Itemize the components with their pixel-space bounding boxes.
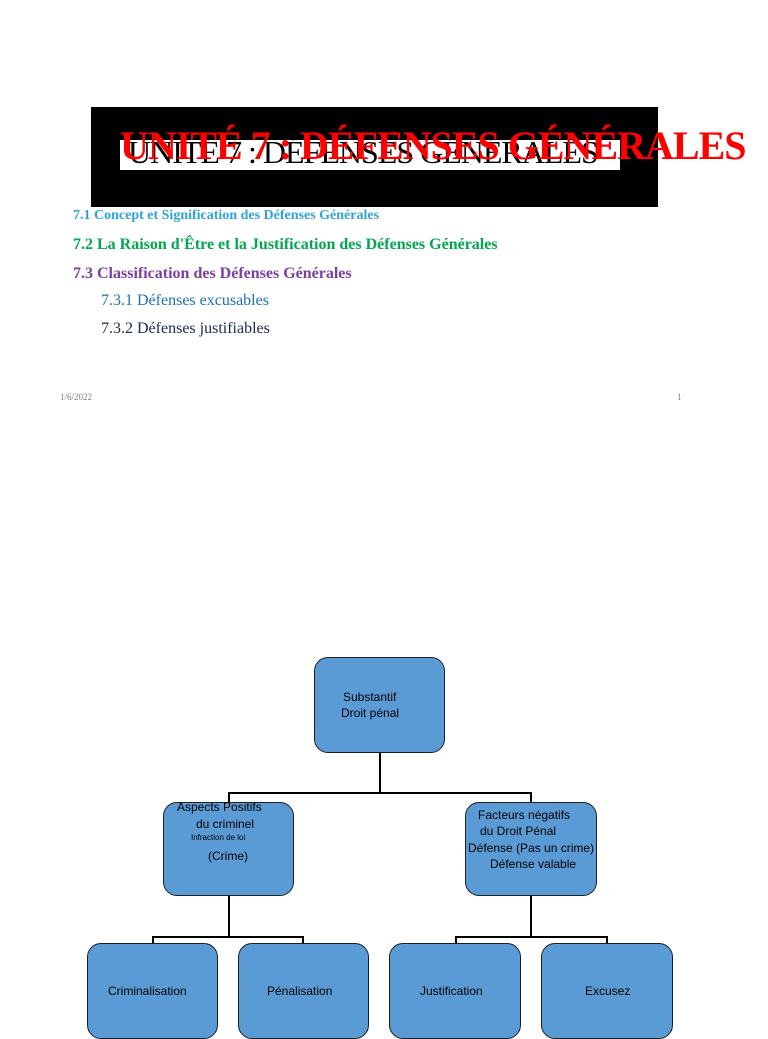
- connector-root-down: [379, 752, 381, 793]
- footer-date: 1/6/2022: [60, 392, 93, 402]
- node-left-line1: Aspects Positifs: [177, 800, 262, 814]
- title-base-text: UNITÉ 7 : DÉFENSES GÉNÉRALES: [128, 134, 599, 170]
- toc-item-7-1: 7.1 Concept et Signification des Défense…: [73, 208, 380, 223]
- connector-right-up: [530, 792, 532, 803]
- node-leaf3-label: Justification: [420, 984, 483, 998]
- node-positive-aspects: Aspects Positifs du criminel Infraction …: [163, 800, 294, 896]
- node-excusez: Excusez: [541, 943, 673, 1039]
- toc-item-7-2: 7.2 La Raison d'Être et la Justification…: [73, 236, 498, 253]
- node-right-line4: Défense valable: [490, 857, 577, 871]
- node-left-line4: (Crime): [208, 849, 248, 863]
- node-leaf1-label: Criminalisation: [108, 984, 187, 998]
- toc-item-7-3: 7.3 Classification des Défenses Générale…: [73, 265, 352, 282]
- page-title: UNITÉ 7 : DÉFENSES GÉNÉRALES: [120, 123, 746, 168]
- node-criminalisation: Criminalisation: [87, 943, 218, 1039]
- toc-item-7-3-2: 7.3.2 Défenses justifiables: [101, 320, 270, 337]
- node-justification: Justification: [389, 943, 521, 1039]
- connector-leaf3-up: [455, 936, 457, 945]
- node-root-substantive-criminal-law: Substantif Droit pénal: [314, 657, 445, 753]
- footer-page-number: 1: [677, 392, 682, 402]
- node-negative-factors: Facteurs négatifs du Droit Pénal Défense…: [465, 802, 597, 896]
- connector-left-horizontal: [152, 936, 304, 938]
- connector-left-down: [228, 894, 230, 937]
- node-leaf2-label: Pénalisation: [267, 984, 333, 998]
- node-right-line3: Défense (Pas un crime): [468, 841, 595, 855]
- connector-level1-horizontal: [228, 792, 531, 794]
- connector-leaf1-up: [152, 936, 154, 945]
- node-left-line3: Infraction de loi: [191, 833, 246, 842]
- connector-leaf4-up: [606, 936, 608, 945]
- connector-leaf2-up: [302, 936, 304, 945]
- node-right-line1: Facteurs négatifs: [478, 808, 571, 822]
- node-penalisation: Pénalisation: [238, 943, 369, 1039]
- node-leaf4-label: Excusez: [585, 984, 631, 998]
- node-root-line1: Substantif: [343, 690, 397, 704]
- connector-right-horizontal: [455, 936, 608, 938]
- node-right-line2: du Droit Pénal: [480, 824, 557, 838]
- node-left-line2: du criminel: [196, 817, 255, 831]
- node-root-line2: Droit pénal: [341, 706, 400, 720]
- connector-right-down: [530, 894, 532, 937]
- connector-left-up: [228, 792, 230, 803]
- toc-item-7-3-1: 7.3.1 Défenses excusables: [101, 292, 269, 309]
- title-white-strip: [120, 140, 620, 170]
